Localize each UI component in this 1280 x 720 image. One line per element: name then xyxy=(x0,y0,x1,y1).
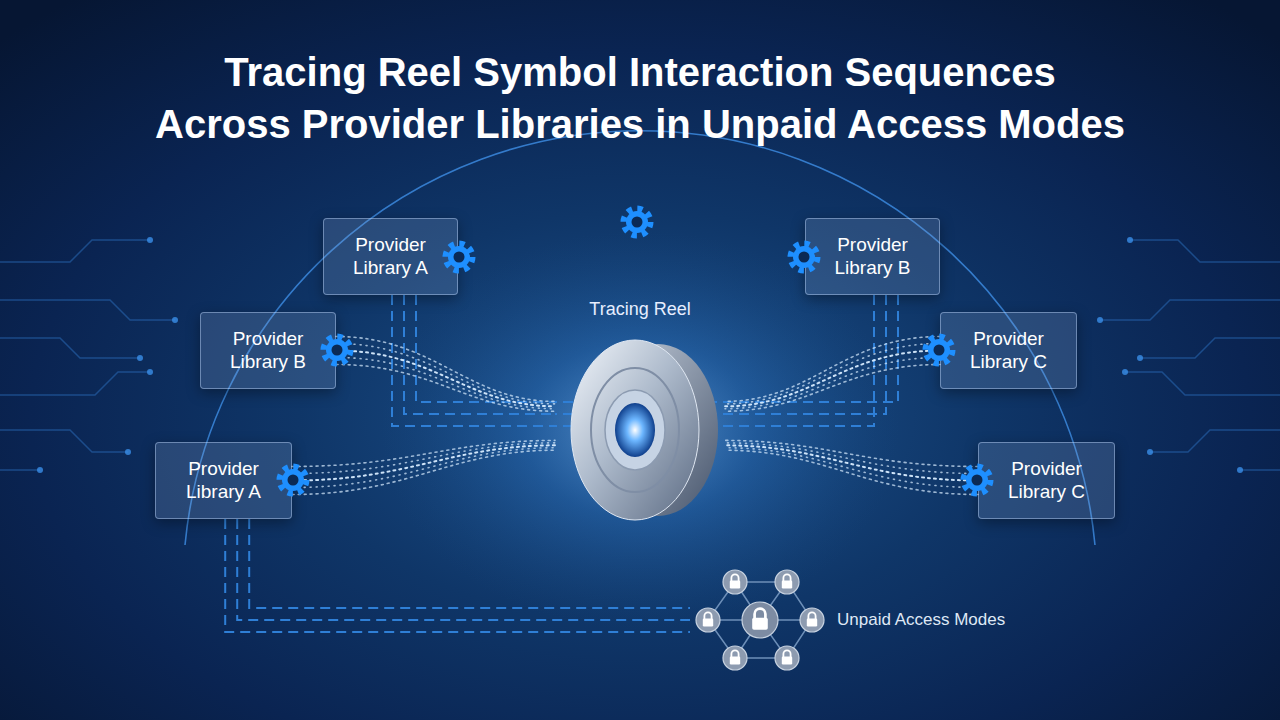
label-stack: Provider Library C xyxy=(993,458,1100,502)
library-box: Provider Library C xyxy=(940,312,1077,389)
gear-icon xyxy=(964,467,990,493)
library-box: Provider Library A xyxy=(155,442,292,519)
node-label: Provider Library A xyxy=(170,458,277,502)
gear-icon xyxy=(624,209,650,235)
reel-illustration xyxy=(555,298,725,530)
node-label: Provider Library A xyxy=(338,234,443,278)
gear-icon xyxy=(791,244,817,270)
label-stack: Provider Library B xyxy=(215,328,321,372)
connector xyxy=(336,337,555,412)
reel-hub xyxy=(605,390,665,470)
connector xyxy=(725,337,940,412)
orbit-arc xyxy=(185,131,1095,545)
reel-front-flange xyxy=(571,340,699,520)
node-label: Provider Library B xyxy=(215,328,321,372)
label-stack: Provider Library B xyxy=(820,234,925,278)
library-box: Provider Library B xyxy=(805,218,940,295)
node-label: Provider Library C xyxy=(955,328,1062,372)
diagram-title: Tracing Reel Symbol Interaction Sequence… xyxy=(40,46,1240,150)
gear-icon xyxy=(324,337,350,363)
node-label: Provider Library C xyxy=(993,458,1100,502)
lock-icons xyxy=(703,574,817,664)
reel-ring xyxy=(591,368,679,492)
reel-node: Tracing Reel xyxy=(555,298,725,530)
library-box: Provider Library B xyxy=(200,312,336,389)
gear-icon xyxy=(926,337,952,363)
label-stack: Provider Library A xyxy=(170,458,277,502)
connector xyxy=(225,519,690,632)
gear-icon xyxy=(446,244,472,270)
gear-icon xyxy=(280,467,306,493)
connector xyxy=(725,440,978,494)
library-box: Provider Library C xyxy=(978,442,1115,519)
label-stack: Provider Library C xyxy=(955,328,1062,372)
node-label: Tracing Reel xyxy=(555,298,725,320)
lock-cluster-node: Unpaid Access Modes xyxy=(690,565,1030,675)
library-box: Provider Library A xyxy=(323,218,458,295)
reel-hub-light xyxy=(615,403,655,457)
lock-links xyxy=(708,582,812,658)
lock-nodes xyxy=(696,570,824,670)
label-stack: Provider Library A xyxy=(338,234,443,278)
node-label: Provider Library B xyxy=(820,234,925,278)
connector xyxy=(292,440,555,494)
connector xyxy=(392,295,555,426)
node-label: Unpaid Access Modes xyxy=(837,565,1030,675)
